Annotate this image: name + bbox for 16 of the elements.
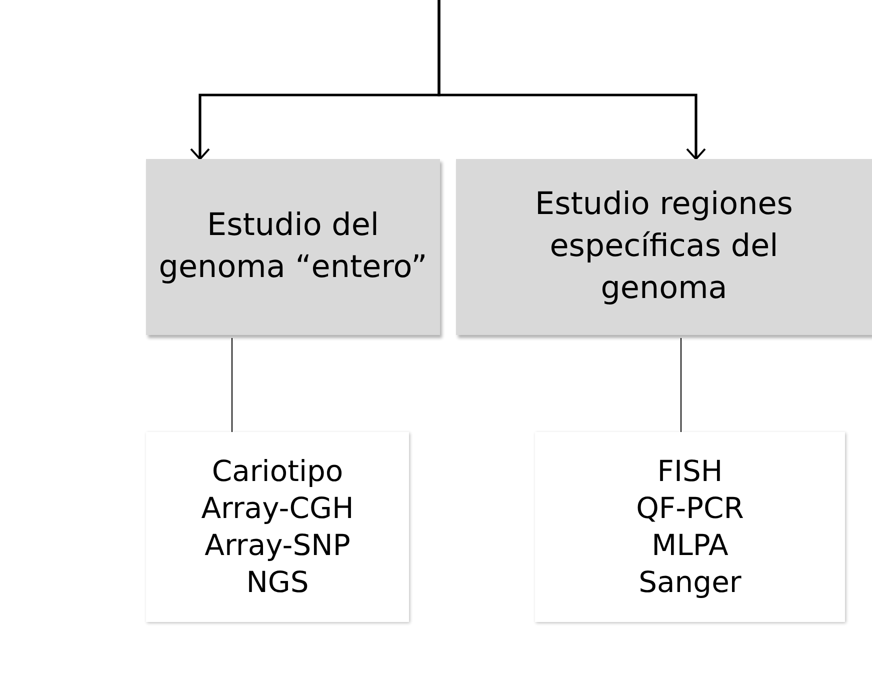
method-label: Array-SNP — [204, 527, 350, 564]
category-label: Estudio del genoma “entero” — [158, 206, 428, 287]
arrow — [438, 0, 706, 160]
category-label: Estudio regiones específicas del genoma — [534, 185, 794, 308]
category-box — [456, 159, 872, 335]
method-label: MLPA — [652, 527, 728, 564]
method-list-box — [535, 432, 845, 622]
method-label: Array-CGH — [201, 490, 354, 527]
method-label: QF-PCR — [636, 490, 744, 527]
method-label: Sanger — [638, 564, 742, 601]
method-label: FISH — [657, 453, 723, 490]
method-list-box — [146, 432, 409, 622]
category-box — [146, 159, 440, 335]
method-label: NGS — [246, 564, 309, 601]
connector-line — [680, 338, 682, 432]
method-label: Cariotipo — [212, 453, 344, 490]
